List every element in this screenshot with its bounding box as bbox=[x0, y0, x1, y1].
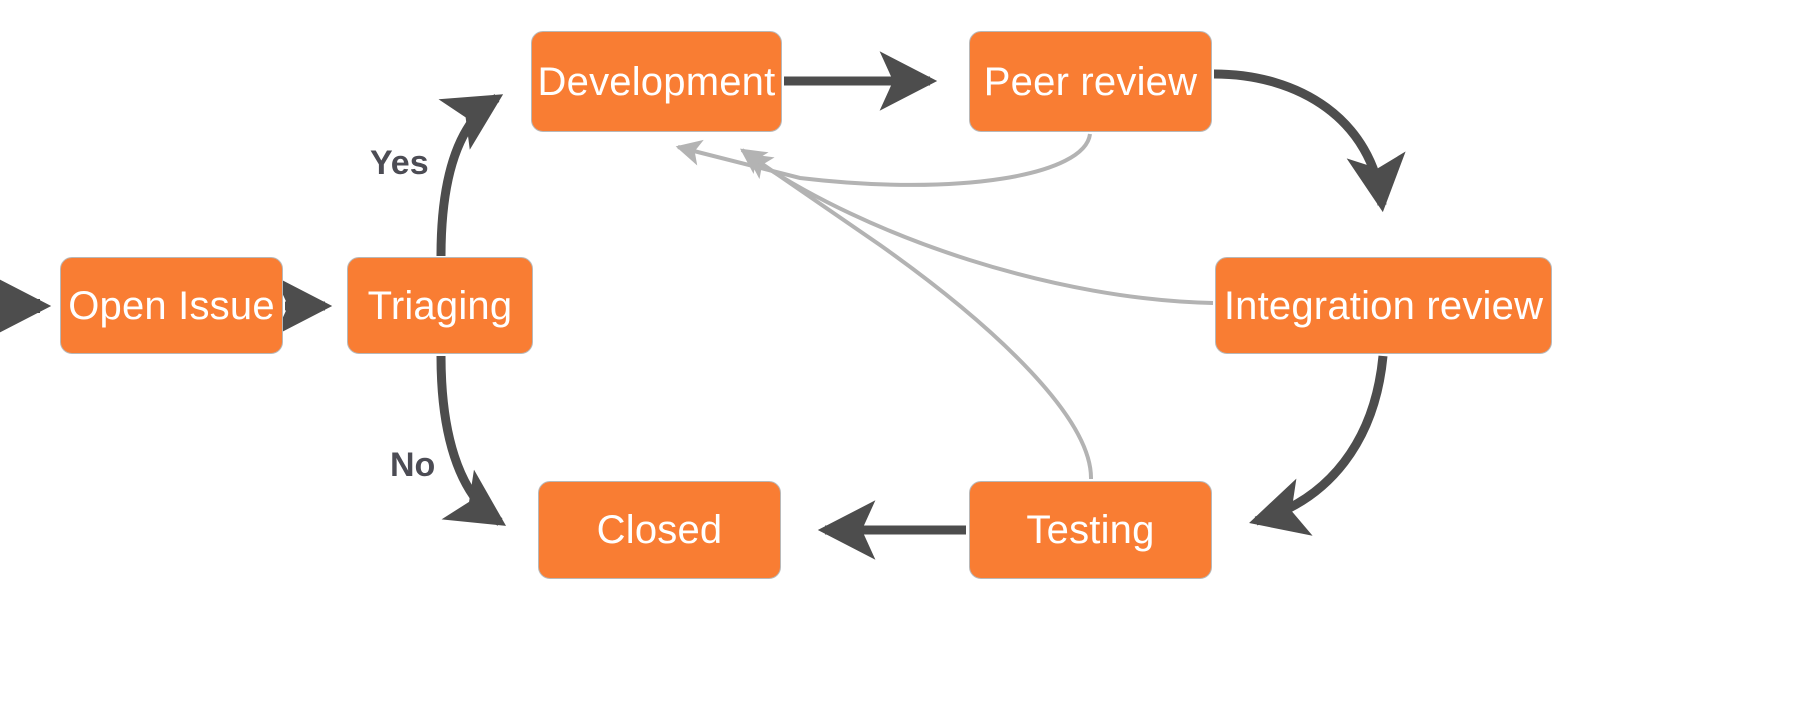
edge-peer-review-to-integration-review bbox=[1213, 69, 1406, 213]
edge-integration-review-to-development bbox=[746, 153, 1214, 305]
edge-integration-review-to-testing bbox=[1249, 355, 1388, 536]
edge-label-yes: Yes bbox=[370, 144, 429, 182]
edge-testing-to-development bbox=[740, 148, 1094, 480]
node-label: Peer review bbox=[983, 59, 1198, 104]
node-triaging[interactable]: Triaging bbox=[347, 257, 533, 354]
node-development[interactable]: Development bbox=[531, 31, 782, 132]
node-testing[interactable]: Testing bbox=[969, 481, 1212, 579]
edge-triaging-to-closed bbox=[436, 355, 507, 526]
node-label: Testing bbox=[1026, 508, 1155, 552]
edge-label-no: No bbox=[390, 446, 436, 484]
node-open-issue[interactable]: Open Issue bbox=[60, 257, 283, 354]
node-label: Open Issue bbox=[68, 283, 275, 328]
node-label: Development bbox=[537, 59, 776, 104]
edge-triaging-to-development bbox=[436, 94, 504, 257]
node-label: Integration review bbox=[1223, 283, 1544, 328]
node-label: Triaging bbox=[367, 283, 513, 328]
node-peer-review[interactable]: Peer review bbox=[969, 31, 1212, 132]
node-label: Closed bbox=[596, 508, 723, 552]
edge-peer-review-to-development bbox=[675, 133, 1092, 187]
node-integration-review[interactable]: Integration review bbox=[1215, 257, 1552, 354]
node-closed[interactable]: Closed bbox=[538, 481, 781, 579]
